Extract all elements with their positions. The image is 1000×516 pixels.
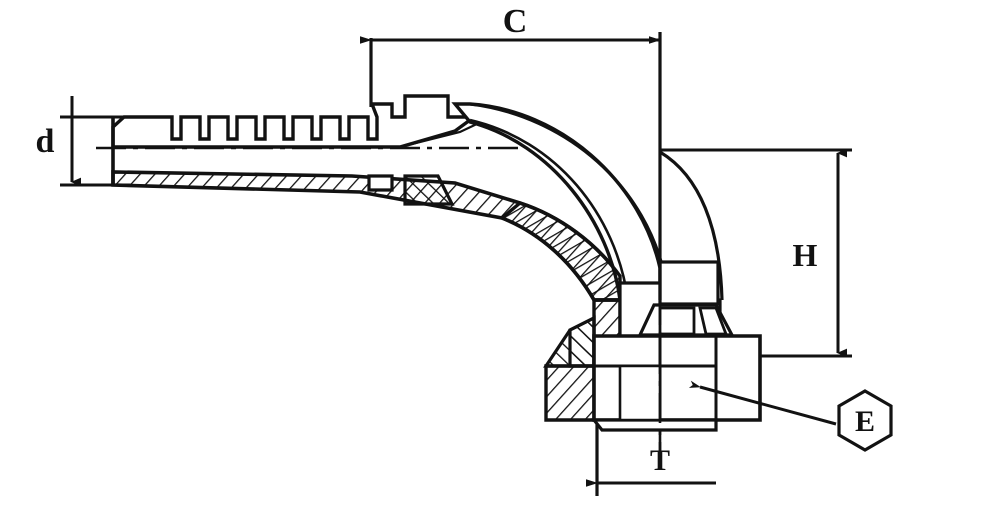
- dimension-h: [660, 148, 852, 358]
- hose-barb-stem: [111, 94, 472, 149]
- dimension-label-e: E: [855, 405, 875, 438]
- elbow-far-outer-arc: [659, 150, 724, 301]
- dimension-label-h: H: [793, 237, 818, 273]
- dimension-label-c: C: [503, 3, 528, 40]
- e-balloon-hexagon: [837, 389, 893, 452]
- e-leader-line: [688, 380, 837, 426]
- dimension-d: [60, 96, 132, 187]
- callout-e: [688, 380, 893, 452]
- dimension-t: [586, 424, 716, 496]
- nut-bore: [618, 364, 662, 422]
- dimension-c: [360, 32, 662, 300]
- fitting-geometry: [111, 94, 762, 432]
- sealing-cone-seat: [637, 303, 735, 337]
- ferrule-collar: [367, 174, 455, 206]
- elbow-inner-bore-arc: [469, 118, 630, 301]
- dimension-label-t: T: [650, 444, 670, 477]
- dimension-label-d: d: [36, 123, 55, 160]
- elbow-outer-arc: [469, 102, 668, 283]
